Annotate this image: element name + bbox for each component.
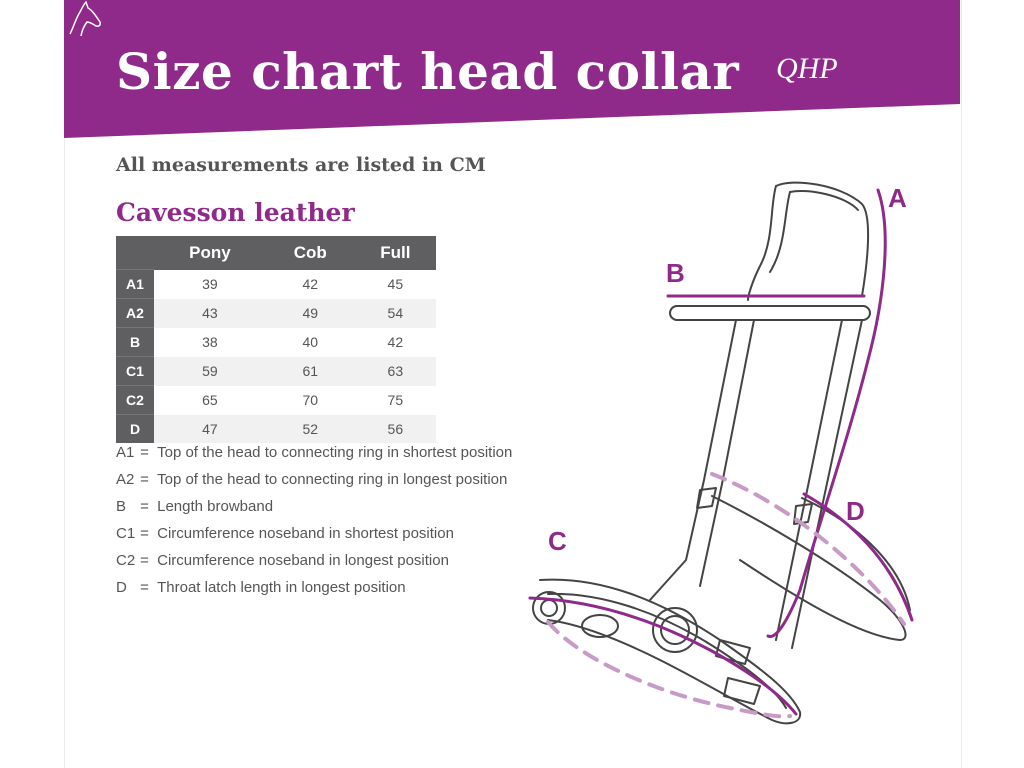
section-title: Cavesson leather (116, 198, 355, 227)
legend-key: B (116, 498, 127, 515)
legend-text: Length browband (157, 498, 274, 515)
measurement-line-c (528, 596, 798, 716)
legend-item: D = Throat latch length in longest posit… (116, 579, 406, 596)
table-cell: 42 (265, 269, 355, 299)
page-title: Size chart head collar (116, 42, 740, 101)
row-label: A1 (116, 269, 154, 299)
row-label: C1 (116, 356, 154, 386)
legend-item: A1 = Top of the head to connecting ring … (116, 444, 513, 461)
legend-key: C2 (116, 552, 136, 569)
measurement-line-d (802, 492, 914, 622)
table-cell: 40 (265, 327, 355, 357)
table-cell: 63 (354, 356, 436, 386)
measurement-line-a (766, 188, 887, 638)
horse-head-icon (69, 0, 101, 37)
table-cell: 43 (154, 298, 266, 328)
table-cell: 39 (154, 269, 266, 299)
row-label: B (116, 327, 154, 357)
head-collar-diagram: A B C D (528, 181, 914, 725)
label-d: D (846, 496, 865, 526)
label-a: A (888, 183, 907, 213)
header-banner: Size chart head collar QHP (64, 0, 960, 138)
table-cell: 75 (354, 385, 436, 415)
legend-text: Circumference noseband in shortest posit… (157, 525, 454, 542)
column-header-cob: Cob (265, 236, 355, 270)
table-row: C1 59 61 63 (116, 356, 436, 386)
legend-item: C2 = Circumference noseband in longest p… (116, 552, 449, 569)
table-row: B 38 40 42 (116, 327, 436, 357)
table-cell: 65 (154, 385, 266, 415)
qhp-logo: QHP (776, 52, 838, 85)
legend-key: A2 (116, 471, 135, 488)
measurement-legend: A1 = Top of the head to connecting ring … (116, 443, 512, 605)
table-cell: 49 (265, 298, 355, 328)
row-label: D (116, 414, 154, 443)
table-cell: 38 (154, 327, 266, 357)
legend-item: B = Length browband (116, 498, 274, 515)
table-cell: 70 (265, 385, 355, 415)
column-header-pony: Pony (154, 236, 266, 270)
legend-item: A2 = Top of the head to connecting ring … (116, 471, 508, 488)
label-b: B (666, 258, 685, 288)
head-collar-outline (532, 181, 911, 725)
table-cell: 56 (354, 414, 436, 443)
size-table: Pony Cob Full A1 39 42 45 A2 43 49 54 B … (116, 236, 436, 443)
legend-item: C1 = Circumference noseband in shortest … (116, 525, 454, 542)
table-cell: 52 (265, 414, 355, 443)
legend-text: Top of the head to connecting ring in sh… (157, 444, 513, 461)
table-cell: 59 (154, 356, 266, 386)
dashed-line-d (710, 472, 906, 626)
legend-text: Throat latch length in longest position (157, 579, 406, 596)
table-cell: 45 (354, 269, 436, 299)
table-header-row: Pony Cob Full (116, 236, 436, 270)
measurement-note: All measurements are listed in CM (116, 154, 486, 176)
table-cell: 61 (265, 356, 355, 386)
legend-key: A1 (116, 444, 135, 461)
legend-key: C1 (116, 525, 136, 542)
table-cell: 54 (354, 298, 436, 328)
table-corner-cell (116, 236, 154, 270)
table-row: A2 43 49 54 (116, 298, 436, 328)
table-row: A1 39 42 45 (116, 269, 436, 299)
legend-text: Circumference noseband in longest positi… (157, 552, 449, 569)
column-header-full: Full (354, 236, 436, 270)
banner-background (64, 0, 960, 138)
dashed-line-c (546, 620, 792, 719)
table-row: D 47 52 56 (116, 414, 436, 443)
legend-key: D (116, 579, 127, 596)
legend-text: Top of the head to connecting ring in lo… (157, 471, 508, 488)
table-cell: 42 (354, 327, 436, 357)
label-c: C (548, 526, 567, 556)
measurement-dashes (546, 472, 906, 719)
row-label: C2 (116, 385, 154, 415)
table-row: C2 65 70 75 (116, 385, 436, 415)
table-cell: 47 (154, 414, 266, 443)
measurement-lines (528, 188, 914, 716)
row-label: A2 (116, 298, 154, 328)
